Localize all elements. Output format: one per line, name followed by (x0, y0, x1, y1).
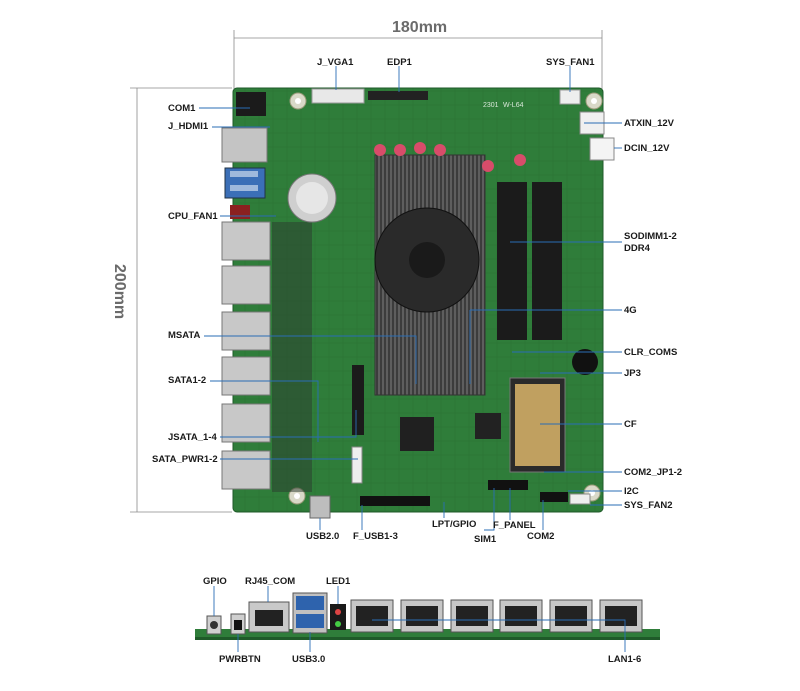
label-sys-fan2: SYS_FAN2 (624, 500, 673, 511)
label-lpt-gpio: LPT/GPIO (432, 519, 477, 530)
label-lan1-6: LAN1-6 (608, 654, 642, 665)
label-usb20: USB2.0 (306, 531, 340, 542)
label-sys-fan1: SYS_FAN1 (546, 57, 595, 68)
label-4g: 4G (624, 305, 637, 316)
label-led1: LED1 (326, 576, 351, 587)
dimension-lines (130, 30, 603, 513)
label-com2: COM2 (527, 531, 555, 542)
label-sata1-2: SATA1-2 (168, 375, 207, 386)
label-ddr4: DDR4 (624, 243, 650, 254)
label-dcin-12v: DCIN_12V (624, 143, 670, 154)
label-edp1: EDP1 (387, 57, 412, 68)
width-dimension: 180mm (392, 19, 448, 36)
height-dimension: 200mm (111, 264, 128, 320)
label-i2c: I2C (624, 486, 639, 497)
label-msata: MSATA (168, 330, 201, 341)
label-pwrbtn: PWRBTN (219, 654, 261, 665)
silk-model: W-L64 (503, 102, 524, 109)
label-jsata: JSATA_1-4 (168, 432, 217, 443)
label-f-usb: F_USB1-3 (353, 531, 398, 542)
label-cpu-fan1: CPU_FAN1 (168, 211, 218, 222)
label-com2-jp: COM2_JP1-2 (624, 467, 683, 478)
io-leader-lines (213, 586, 626, 652)
board-components (236, 88, 615, 519)
label-clr-coms: CLR_COMS (624, 347, 678, 358)
label-sodimm: SODIMM1-2 (624, 231, 677, 242)
label-cf: CF (624, 419, 637, 430)
label-com1: COM1 (168, 103, 196, 114)
leader-lines (199, 66, 622, 531)
io-panel (195, 592, 660, 640)
label-rj45-com: RJ45_COM (245, 576, 296, 587)
label-jp3: JP3 (624, 368, 641, 379)
label-atxin-12v: ATXIN_12V (624, 118, 674, 129)
label-sata-pwr: SATA_PWR1-2 (152, 454, 218, 465)
label-gpio: GPIO (203, 576, 227, 587)
rear-ports (221, 127, 312, 492)
label-j-hdmi1: J_HDMI1 (168, 121, 209, 132)
label-j-vga1: J_VGA1 (317, 57, 354, 68)
silk-code: 2301 (483, 102, 499, 109)
label-f-panel: F_PANEL (493, 520, 536, 531)
label-usb30: USB3.0 (292, 654, 326, 665)
label-sim1: SIM1 (474, 534, 497, 545)
